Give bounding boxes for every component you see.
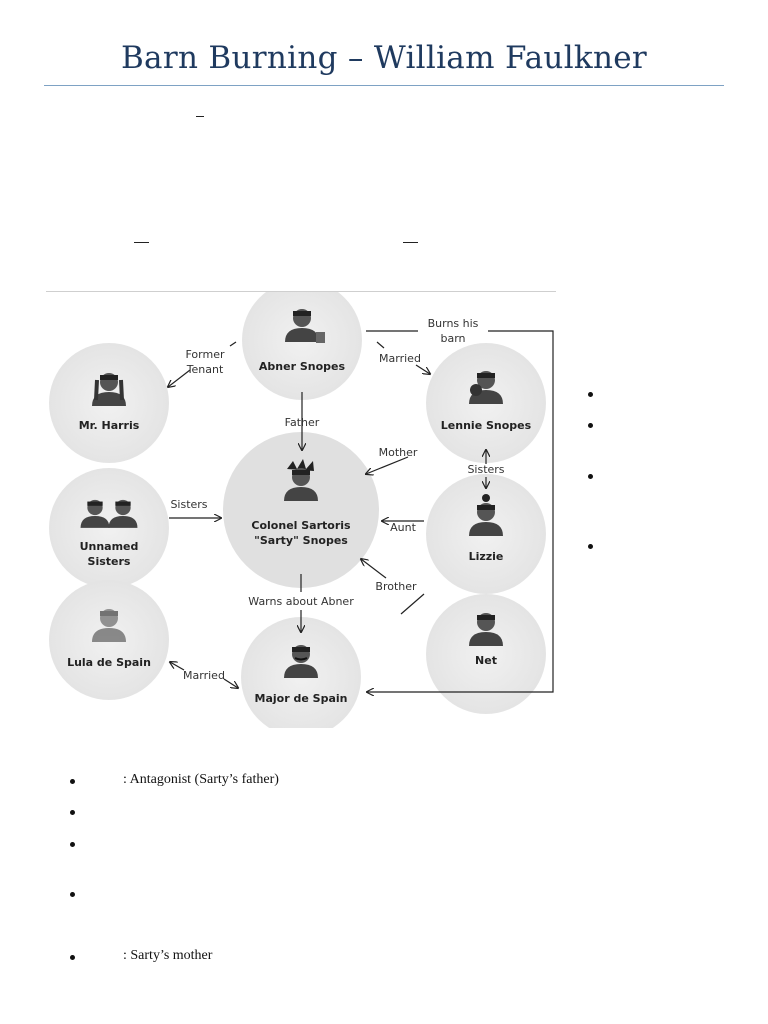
lizzie-avatar-icon [469,494,503,536]
bullet [70,955,75,960]
node-label-abner: Abner Snopes [259,360,346,373]
edge-married-bottom-right [223,678,238,688]
title-underline [44,85,724,86]
bullet [588,544,593,549]
text-fragment-dash [196,116,204,117]
bullet [70,779,75,784]
edge-label-former-line2: Tenant [186,363,224,376]
node-label-lizzie: Lizzie [469,550,504,563]
abner-avatar-icon [285,309,325,343]
text-fragment-dash [403,242,418,243]
node-net-circle [426,594,546,714]
node-label-harris: Mr. Harris [79,419,140,432]
node-label-lula: Lula de Spain [67,656,151,669]
harris-avatar-icon [92,373,126,406]
major-avatar-icon [284,645,318,678]
page-title: Barn Burning – William Faulkner [120,40,648,76]
edge-label-warns: Warns about Abner [248,595,354,608]
edge-label-married-bottom: Married [183,669,225,682]
edge-label-burns-line2: barn [440,332,465,345]
edge-mother [366,456,409,474]
bullet [588,423,593,428]
node-label-sarty-line2: "Sarty" Snopes [254,534,348,547]
bullet [70,810,75,815]
node-sisters-circle [49,468,169,588]
node-label-major: Major de Spain [255,692,348,705]
lennie-avatar-icon [469,371,503,404]
edge-label-married-top: Married [379,352,421,365]
edge-married-bottom-left [170,662,185,671]
list-item-text: : Sarty’s mother [123,948,213,963]
edge-brother-tail [400,593,425,615]
edge-burns-barn [366,330,554,692]
node-sarty-circle [223,432,379,588]
node-label-sarty-line1: Colonel Sartoris [251,519,351,532]
edge-label-sisters-left: Sisters [170,498,207,511]
edge-married-top-arrow [415,364,430,374]
bullet [70,892,75,897]
edge-former-tenant [168,369,191,387]
edge-label-aunt: Aunt [390,521,416,534]
node-label-sisters-line1: Unnamed [80,540,139,553]
edge-label-mother: Mother [379,446,418,459]
edge-label-burns-line1: Burns his [428,317,479,330]
bullet [588,474,593,479]
edge-label-father: Father [285,416,320,429]
edge-label-brother: Brother [375,580,417,593]
bullet [588,392,593,397]
character-relationship-diagram: Abner Snopes Mr. Harris Lennie Snopes Co… [46,291,556,728]
edge-label-sisters-right: Sisters [467,463,504,476]
node-label-net: Net [475,654,497,667]
sarty-avatar-icon [284,459,318,501]
text-fragment-dash [134,242,149,243]
list-item-text: : Antagonist (Sarty’s father) [123,772,279,787]
node-label-lennie: Lennie Snopes [441,419,532,432]
node-abner-circle [242,292,362,400]
edge-label-former-line1: Former [186,348,225,361]
bullet [70,842,75,847]
node-label-sisters-line2: Sisters [88,555,131,568]
edge-former-tenant-top [229,341,237,347]
edge-brother [361,559,387,579]
edge-married-top [376,341,385,349]
